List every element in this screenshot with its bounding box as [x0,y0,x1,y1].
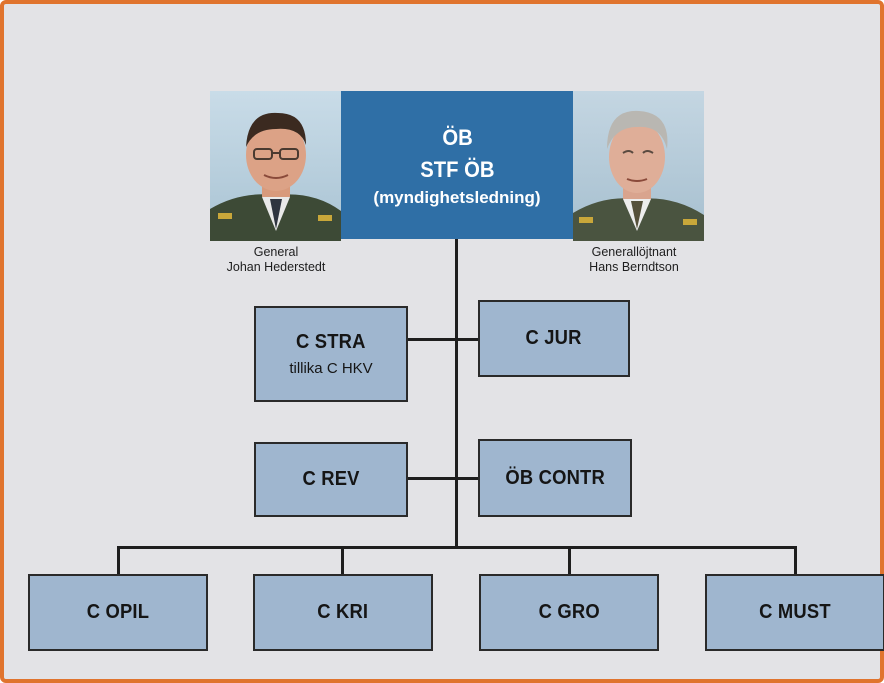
connector-drop-2 [341,546,344,575]
caption-right: Generallöjtnant Hans Berndtson [549,245,719,275]
caption-left-name: Johan Hederstedt [226,260,326,274]
node-c-kri: C KRI [253,574,433,651]
node-c-must: C MUST [705,574,884,651]
connector-trunk [455,238,458,547]
top-node-ob: ÖB STF ÖB (myndighetsledning) [341,91,573,239]
node-c-stra: C STRA tillika C HKV [254,306,408,402]
node-c-stra-title: C STRA [296,331,366,353]
connector-drop-1 [117,546,120,575]
portrait-left [210,91,341,241]
connector-drop-4 [794,546,797,575]
node-c-rev-title: C REV [302,468,360,490]
top-node-line2: STF ÖB [419,157,495,182]
node-c-gro: C GRO [479,574,659,651]
node-c-stra-sub: tillika C HKV [289,360,373,377]
node-ob-contr: ÖB CONTR [478,439,632,517]
caption-left: General Johan Hederstedt [191,245,361,275]
connector-level2 [406,338,480,341]
node-c-opil-title: C OPIL [86,601,150,623]
node-c-rev: C REV [254,442,408,517]
node-c-jur-title: C JUR [525,327,583,349]
node-c-opil: C OPIL [28,574,208,651]
connector-level3 [406,477,480,480]
node-ob-contr-title: ÖB CONTR [505,466,605,489]
portrait-left-image [210,91,341,241]
top-node-line1: ÖB [441,125,473,150]
portrait-right-image [573,91,704,241]
caption-right-title: Generallöjtnant [591,245,677,259]
node-c-jur: C JUR [478,300,630,377]
caption-right-name: Hans Berndtson [589,260,679,274]
node-c-gro-title: C GRO [538,601,600,623]
node-c-must-title: C MUST [759,601,831,623]
top-node-line3: (myndighetsledning) [373,188,541,207]
connector-bottom-bar [117,546,797,549]
caption-left-title: General [253,245,299,259]
portrait-right [573,91,704,241]
connector-drop-3 [568,546,571,575]
node-c-kri-title: C KRI [317,601,369,623]
